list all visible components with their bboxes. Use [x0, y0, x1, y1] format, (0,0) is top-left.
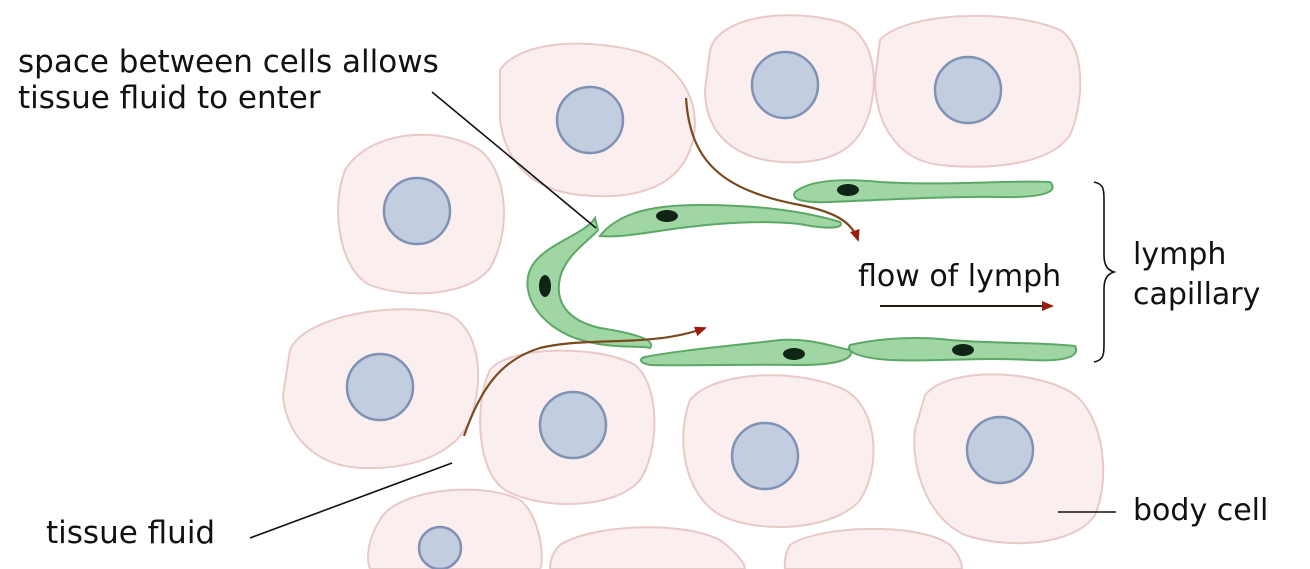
endothelial-cell [526, 215, 653, 350]
flow-of-lymph-label: flow of lymph [858, 259, 1062, 294]
capillary-brace [1093, 181, 1117, 363]
endothelial-cell [793, 179, 1054, 204]
lymph-capillary-label: lymph capillary [1133, 235, 1260, 315]
endothelial-nucleus [952, 344, 974, 356]
endothelial-nucleus [539, 275, 551, 297]
tissue-fluid-leader-line [249, 462, 453, 539]
lymph-capillary-label-line1: lymph [1133, 237, 1227, 272]
nucleus [965, 415, 1035, 485]
endothelial-cell [598, 203, 842, 238]
space-between-cells-label: space between cells allows tissue fluid … [18, 44, 439, 116]
endothelial-nucleus [656, 210, 678, 222]
endothelial-nucleus [837, 184, 859, 196]
body-cell [783, 527, 964, 569]
fluid-entry-arrow-top [684, 97, 860, 242]
nucleus [417, 525, 463, 569]
fluid-entry-arrow-bottom [462, 326, 707, 437]
nucleus [538, 390, 608, 460]
nucleus [382, 176, 452, 246]
leader-lines [249, 91, 1117, 539]
body-cell [548, 526, 747, 569]
space-between-cells-label-line1: space between cells allows [18, 44, 439, 80]
nucleus [730, 421, 800, 491]
nucleus [750, 50, 820, 120]
body-cell-label: body cell [1133, 493, 1269, 528]
lymph-capillary-label-line2: capillary [1133, 277, 1261, 312]
endothelial-cell [639, 338, 852, 367]
space-leader-line [431, 91, 597, 229]
nucleus [555, 85, 625, 155]
nuclei [345, 50, 1035, 569]
endothelial-nucleus [783, 348, 805, 360]
body-cell [367, 488, 543, 569]
endothelial-nuclei [539, 184, 974, 360]
nucleus [933, 55, 1003, 125]
space-between-cells-label-line2: tissue fluid to enter [18, 80, 321, 116]
nucleus [345, 352, 415, 422]
flow-arrows [462, 97, 860, 437]
tissue-fluid-label: tissue fluid [46, 515, 216, 551]
